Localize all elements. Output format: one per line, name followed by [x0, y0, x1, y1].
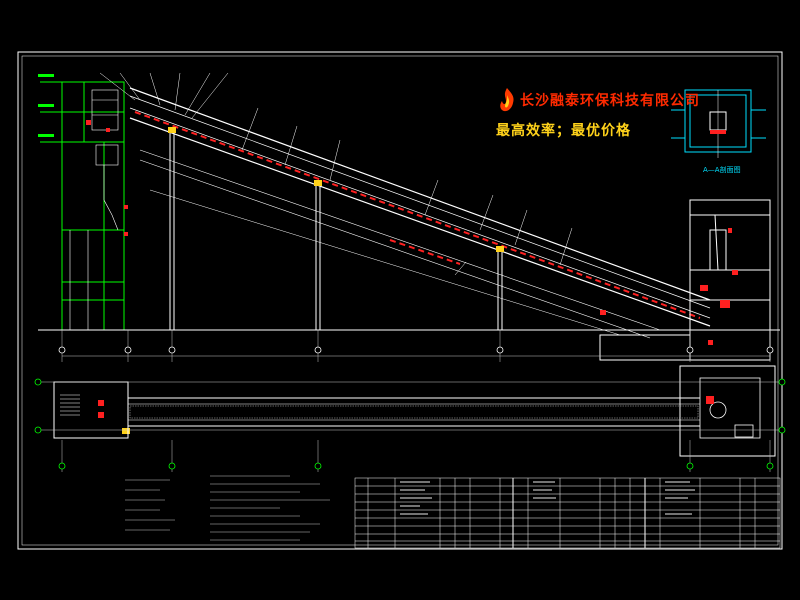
right-tower-red-parts: [600, 228, 738, 345]
plan-axes: [38, 381, 782, 472]
column-caps: [122, 127, 504, 434]
company-name: 长沙融泰环保科技有限公司: [520, 93, 700, 109]
drawing-frame: [17, 51, 783, 550]
section-aa-red-parts: [710, 130, 726, 134]
section-aa-view: [671, 89, 766, 158]
elevation-axes: [61, 330, 771, 362]
belt-red-marks: [134, 111, 701, 319]
plan-stairs: [60, 394, 80, 416]
left-tower-red-parts: [86, 120, 128, 236]
belt-callout-leaders: [99, 72, 573, 276]
conveyor-belt-plan: [129, 405, 699, 419]
plan-view: [34, 365, 786, 472]
support-columns: [169, 130, 503, 330]
left-tower-details: [69, 89, 119, 330]
right-tower: [599, 199, 771, 361]
parts-list-table: [354, 477, 781, 549]
conveyor-gallery: [129, 87, 711, 339]
level-markers: [38, 74, 54, 137]
plan-outline: [53, 365, 776, 457]
plan-axis-bubbles: [34, 378, 786, 470]
elevation-axis-bubbles: [58, 346, 774, 354]
section-view-label: A—A剖面图: [703, 166, 741, 174]
plan-red-parts: [98, 396, 714, 418]
parts-list-entries: [400, 481, 695, 515]
plan-right-equipment: [699, 377, 761, 439]
slogan: 最高效率；最优价格: [496, 123, 631, 139]
elevation-view: [38, 72, 780, 434]
company-flame-logo-icon: [500, 88, 514, 112]
left-tower: [40, 81, 125, 331]
technical-notes-block: [125, 475, 330, 541]
